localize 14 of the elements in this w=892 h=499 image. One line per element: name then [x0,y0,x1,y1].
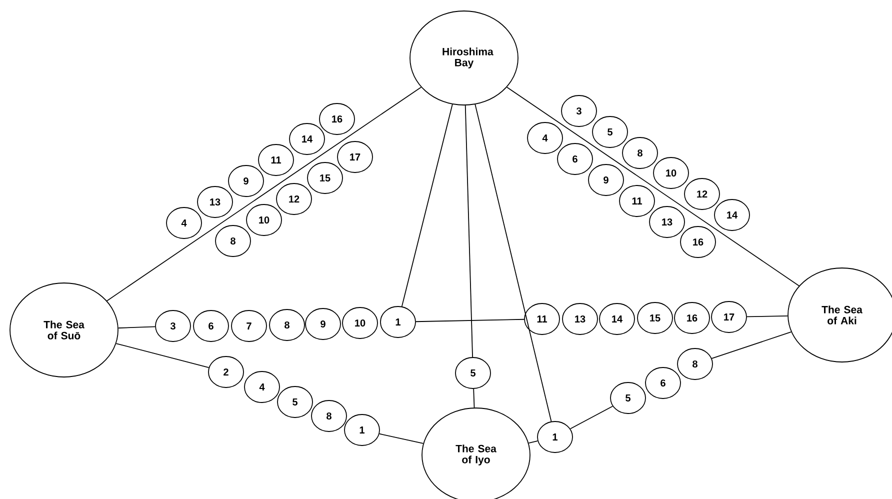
connector-line [378,433,424,444]
connector-line [528,440,538,444]
connector-line [474,104,552,422]
connector-line [746,316,788,318]
connector-line [570,406,614,430]
connector-line [464,104,473,358]
connector-line [506,86,800,286]
connector-line [118,326,156,328]
connector-line [116,343,210,368]
connector-line [473,388,475,408]
connector-line [106,86,422,302]
connector-line [401,104,453,307]
connector-line [711,332,792,359]
connector-line [416,318,524,322]
